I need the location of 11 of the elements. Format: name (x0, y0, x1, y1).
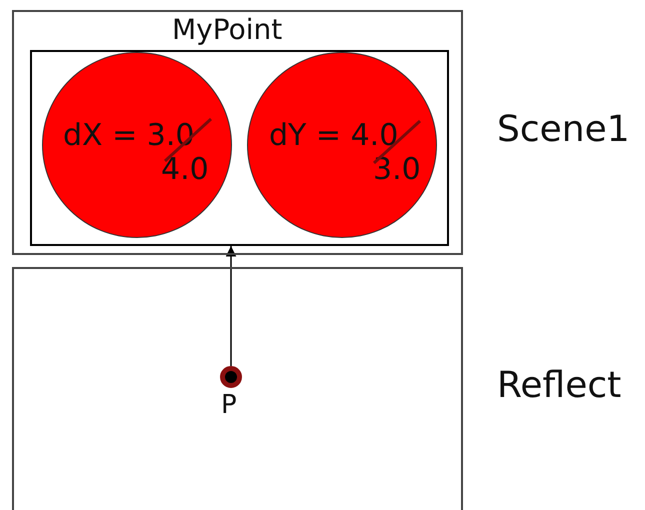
frame-box (12, 267, 463, 510)
value-text: 3.0 (373, 155, 421, 185)
scene-name: Scene1 (497, 112, 630, 148)
point-label: P (221, 392, 237, 418)
scene-name: Reflect (497, 368, 622, 404)
arrow (226, 246, 236, 366)
panel-box (30, 50, 449, 246)
frame-title: MyPoint (172, 16, 282, 44)
frame-box (12, 10, 463, 255)
value-text: 4.0 (161, 155, 209, 185)
value-text: dY = 4.0 (269, 121, 398, 151)
